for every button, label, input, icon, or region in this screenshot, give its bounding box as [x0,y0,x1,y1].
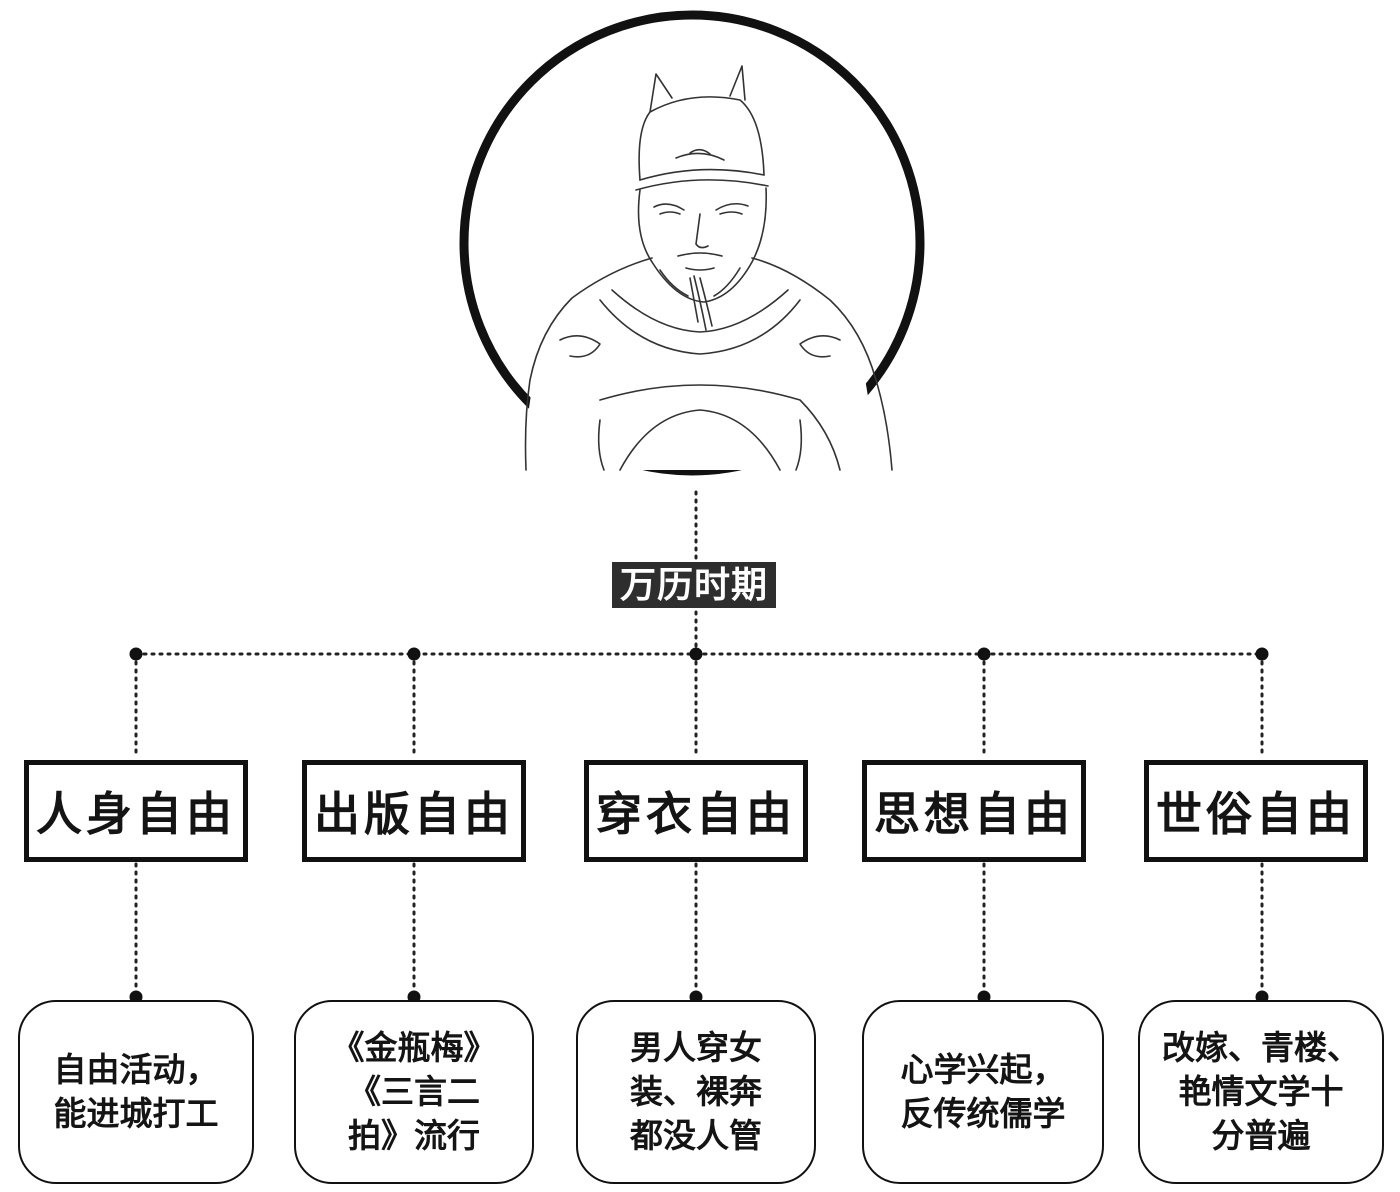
detail-line: 都没人管 [630,1116,762,1155]
period-title-label: 万历时期 [612,562,776,608]
detail-line: 自由活动， [53,1050,219,1089]
detail-line: 改嫁、青楼、 [1162,1028,1360,1067]
detail-line: 男人穿女 [630,1028,762,1067]
detail-line: 分普遍 [1211,1116,1311,1155]
detail-line: 《金瓶梅》 [331,1028,497,1067]
detail-line: 能进城打工 [53,1094,219,1133]
category-publishing-freedom: 出版自由 [302,760,526,862]
detail-publishing-freedom: 《金瓶梅》 《三言二 拍》流行 [294,1000,534,1184]
detail-personal-freedom: 自由活动， 能进城打工 [18,1000,254,1184]
category-secular-freedom: 世俗自由 [1144,760,1368,862]
detail-thought-freedom: 心学兴起， 反传统儒学 [862,1000,1104,1184]
detail-line: 艳情文学十 [1178,1072,1344,1111]
category-dress-freedom: 穿衣自由 [584,760,808,862]
detail-secular-freedom: 改嫁、青楼、 艳情文学十 分普遍 [1138,1000,1384,1184]
detail-dress-freedom: 男人穿女 装、裸奔 都没人管 [576,1000,816,1184]
detail-line: 拍》流行 [348,1116,480,1155]
emperor-portrait-icon [459,10,925,476]
detail-line: 心学兴起， [900,1050,1066,1089]
category-personal-freedom: 人身自由 [24,760,248,862]
category-thought-freedom: 思想自由 [862,760,1086,862]
detail-line: 《三言二 [348,1072,480,1111]
detail-line: 反传统儒学 [900,1094,1066,1133]
detail-line: 装、裸奔 [630,1072,762,1111]
